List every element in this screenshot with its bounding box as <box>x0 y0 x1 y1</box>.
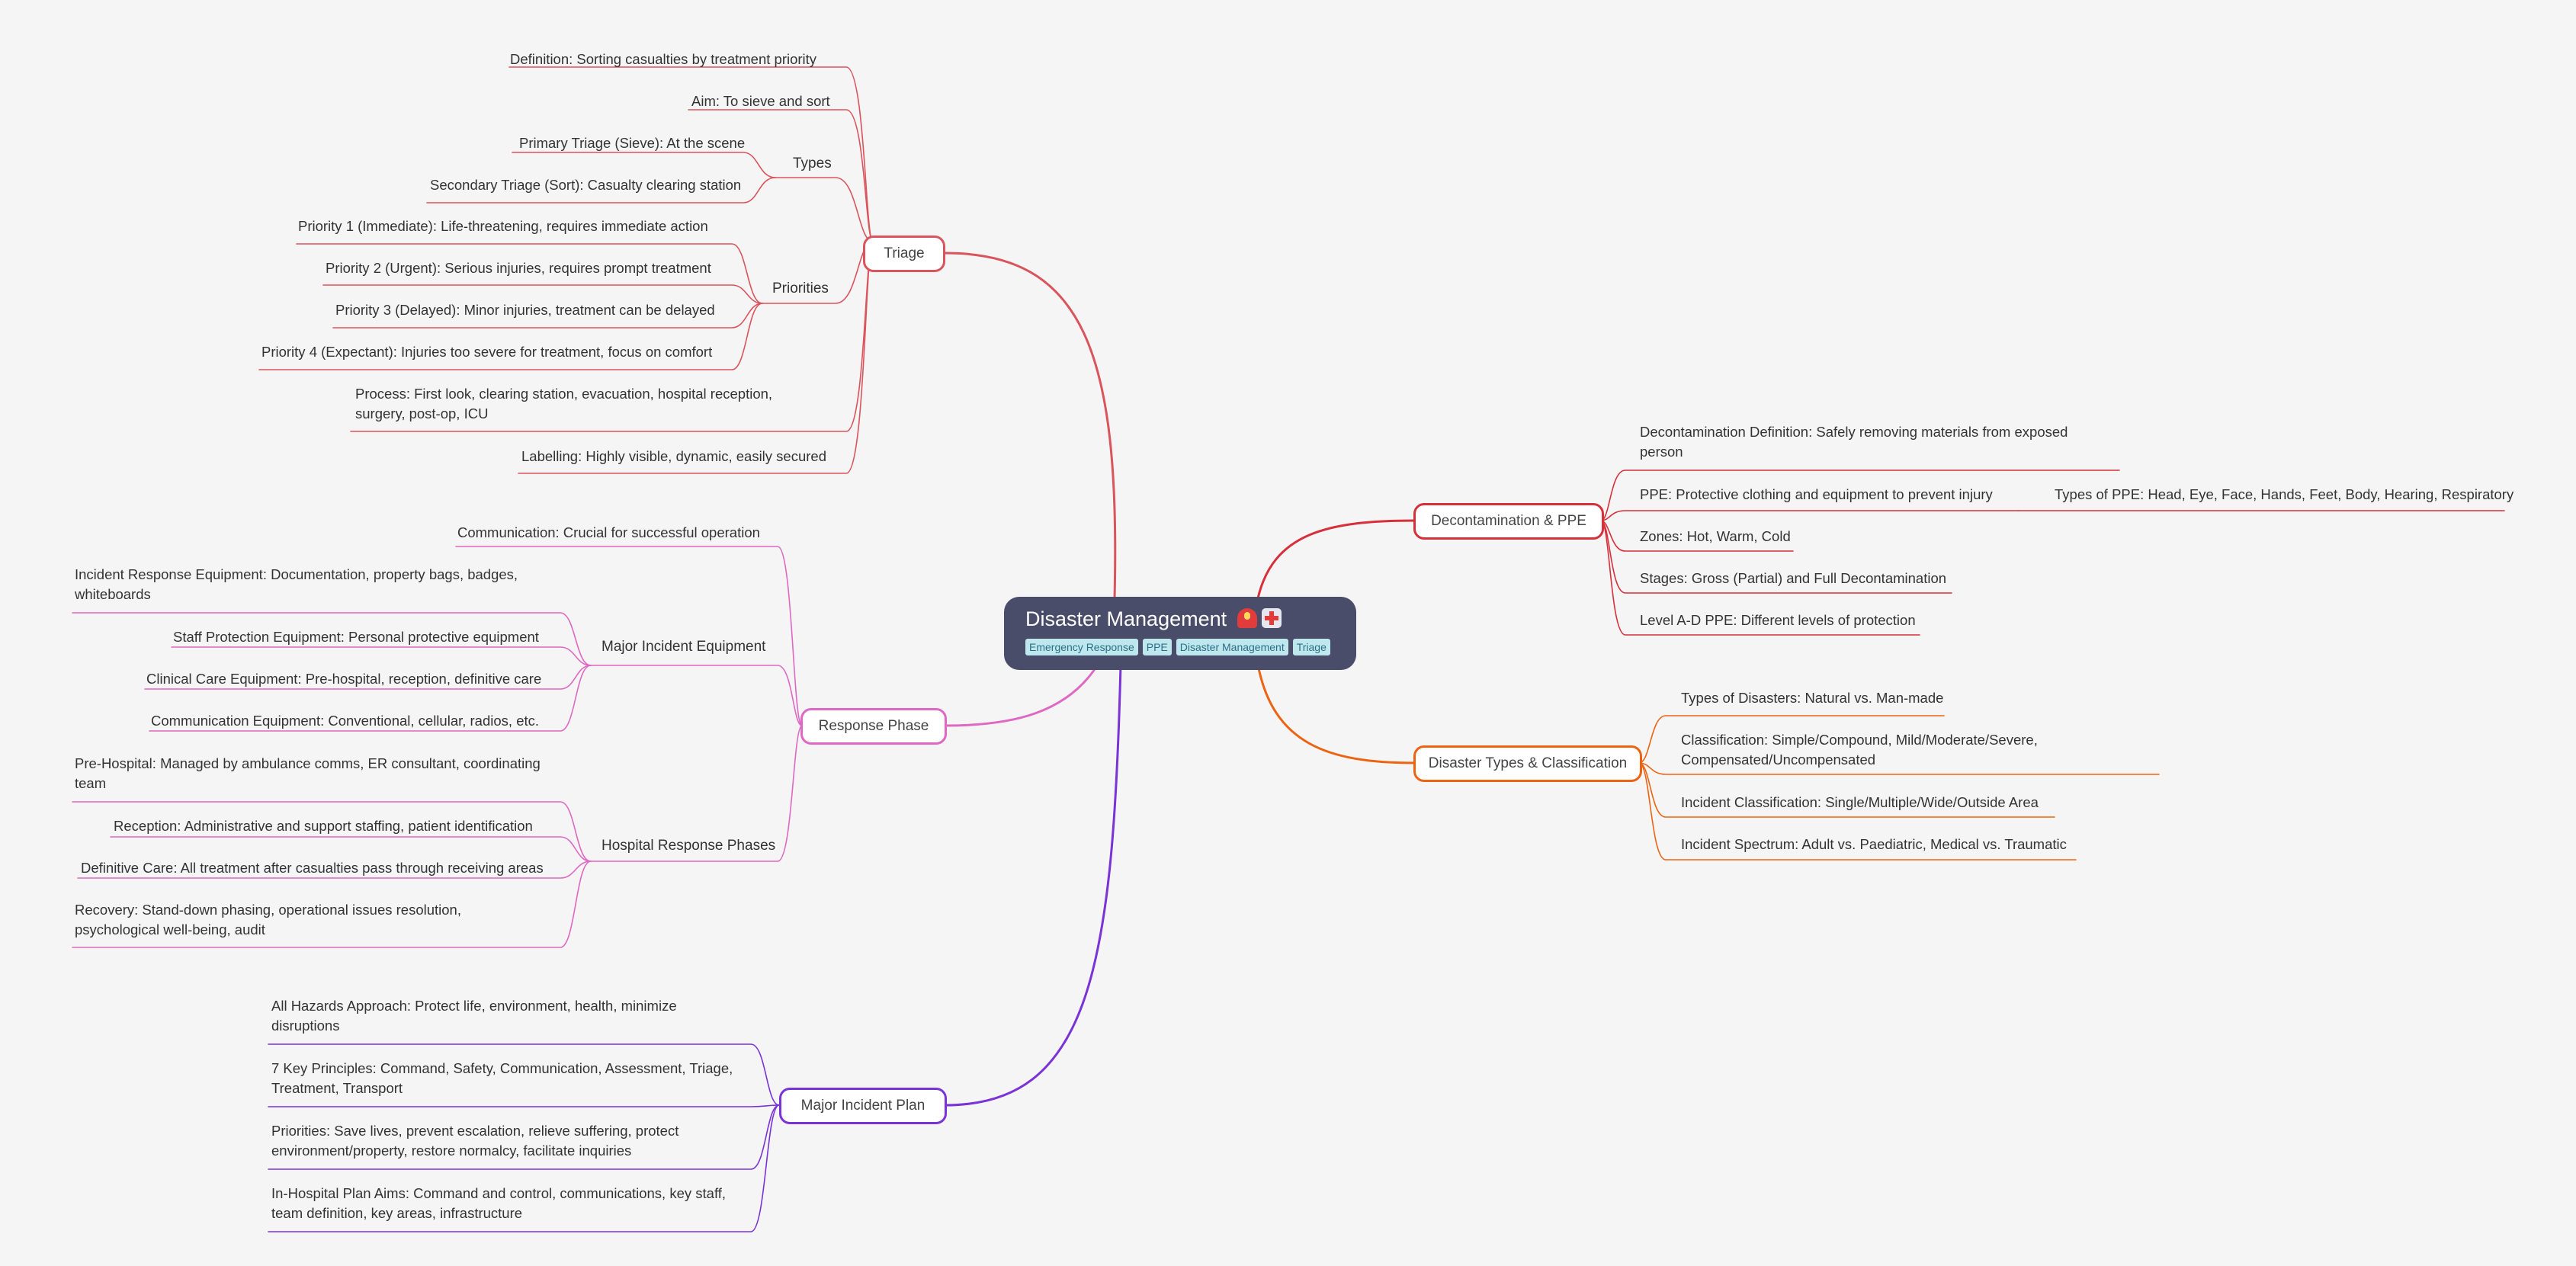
plan-item[interactable]: Priorities: Save lives, prevent escalati… <box>271 1123 679 1159</box>
triage-priority-item[interactable]: Priority 1 (Immediate): Life-threatening… <box>298 218 708 234</box>
types-item[interactable]: Incident Classification: Single/Multiple… <box>1681 794 2039 810</box>
equipment-item[interactable]: Communication Equipment: Conventional, c… <box>151 713 540 729</box>
triage-priority-item[interactable]: Priority 3 (Delayed): Minor injuries, tr… <box>335 302 715 318</box>
edge-root-plan <box>944 663 1122 1107</box>
equipment-item[interactable]: Incident Response Equipment: Documentati… <box>75 566 518 602</box>
equipment-item[interactable]: Staff Protection Equipment: Personal pro… <box>173 629 539 645</box>
types-item[interactable]: Classification: Simple/Compound, Mild/Mo… <box>1681 732 2038 768</box>
decon-ppe[interactable]: PPE: Protective clothing and equipment t… <box>1640 486 1993 502</box>
triage-definition[interactable]: Definition: Sorting casualties by treatm… <box>510 51 817 67</box>
edge-root-response <box>944 663 1099 727</box>
decon-zones[interactable]: Zones: Hot, Warm, Cold <box>1640 528 1791 544</box>
tag[interactable]: PPE <box>1142 639 1172 655</box>
response-communication[interactable]: Communication: Crucial for successful op… <box>457 524 760 540</box>
tag[interactable]: Triage <box>1292 639 1330 655</box>
triage-labelling[interactable]: Labelling: Highly visible, dynamic, easi… <box>521 448 826 464</box>
triage-priority-item[interactable]: Priority 2 (Urgent): Serious injuries, r… <box>326 260 711 276</box>
equipment-item[interactable]: Clinical Care Equipment: Pre-hospital, r… <box>146 671 542 687</box>
decon-levels[interactable]: Level A-D PPE: Different levels of prote… <box>1640 612 1916 628</box>
tag[interactable]: Emergency Response <box>1025 639 1138 655</box>
phase-item[interactable]: Pre-Hospital: Managed by ambulance comms… <box>75 755 541 791</box>
branch-major-incident-plan[interactable]: Major Incident Plan <box>779 1088 947 1124</box>
plan-item[interactable]: All Hazards Approach: Protect life, envi… <box>271 998 677 1034</box>
response-hospital-phases[interactable]: Hospital Response Phases <box>601 838 776 854</box>
branch-disaster-types[interactable]: Disaster Types & Classification <box>1413 745 1642 782</box>
triage-process[interactable]: Process: First look, clearing station, e… <box>355 386 773 421</box>
tag[interactable]: Disaster Management <box>1176 639 1288 655</box>
triage-type-item[interactable]: Primary Triage (Sieve): At the scene <box>519 135 746 151</box>
triage-priority-item[interactable]: Priority 4 (Expectant): Injuries too sev… <box>261 344 713 360</box>
plan-item[interactable]: 7 Key Principles: Command, Safety, Commu… <box>271 1060 733 1096</box>
hospital-icon <box>1261 608 1282 628</box>
triage-priorities[interactable]: Priorities <box>772 280 829 296</box>
edge-root-triage <box>944 252 1117 600</box>
decon-ppe-types[interactable]: Types of PPE: Head, Eye, Face, Hands, Fe… <box>2055 486 2514 502</box>
types-item[interactable]: Types of Disasters: Natural vs. Man-made <box>1681 690 1944 706</box>
decon-definition[interactable]: Decontamination Definition: Safely remov… <box>1640 424 2068 460</box>
branch-response-phase[interactable]: Response Phase <box>800 708 947 745</box>
branch-triage[interactable]: Triage <box>863 236 945 272</box>
decon-stages[interactable]: Stages: Gross (Partial) and Full Deconta… <box>1640 570 1947 586</box>
triage-types[interactable]: Types <box>793 155 832 171</box>
triage-aim[interactable]: Aim: To sieve and sort <box>691 93 830 109</box>
branch-decontamination-ppe[interactable]: Decontamination & PPE <box>1413 503 1604 540</box>
phase-item[interactable]: Recovery: Stand-down phasing, operationa… <box>75 902 461 937</box>
root-title: Disaster Management <box>1025 607 1227 630</box>
edge-root-types <box>1256 663 1416 764</box>
siren-icon <box>1237 608 1257 628</box>
triage-type-item[interactable]: Secondary Triage (Sort): Casualty cleari… <box>430 177 742 193</box>
types-item[interactable]: Incident Spectrum: Adult vs. Paediatric,… <box>1681 836 2067 852</box>
plan-item[interactable]: In-Hospital Plan Aims: Command and contr… <box>271 1185 727 1221</box>
response-major-incident-equipment[interactable]: Major Incident Equipment <box>601 639 766 655</box>
phase-item[interactable]: Reception: Administrative and support st… <box>114 818 533 834</box>
edge-root-decon <box>1256 519 1416 600</box>
phase-item[interactable]: Definitive Care: All treatment after cas… <box>81 860 544 876</box>
